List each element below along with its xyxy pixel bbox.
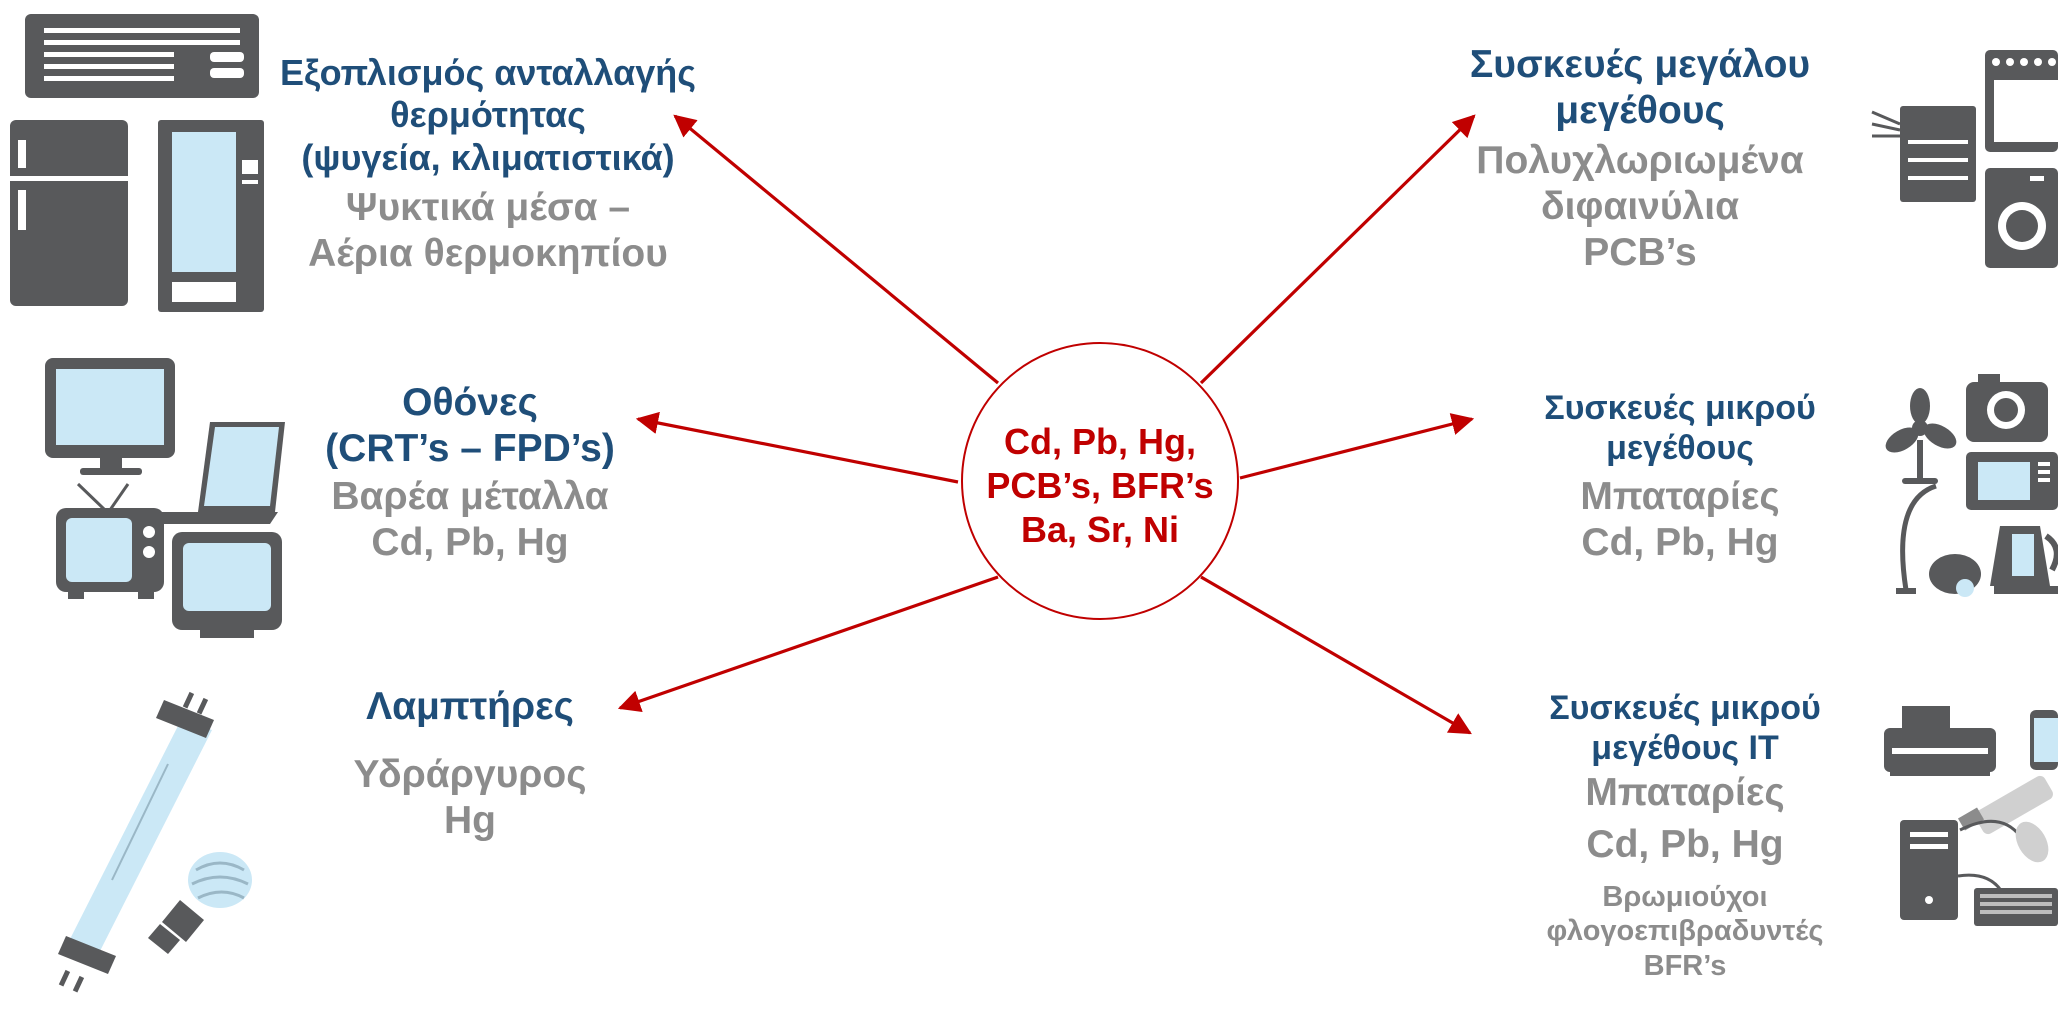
fridge-icon (10, 120, 128, 306)
phone-icon (2030, 710, 2058, 770)
washing-machine-icon (1985, 168, 2058, 268)
keyboard-icon (1974, 888, 2058, 926)
node-subtitle: Hg (444, 799, 496, 843)
node-large-appliances: Συσκευές μεγάλου μεγέθους Πολυχλωριωμένα… (1440, 42, 1840, 276)
node-subtitle: Αέρια θερμοκηπίου (308, 232, 668, 276)
arrow-to-lamps (617, 575, 999, 712)
node-small-appliances: Συσκευές μικρού μεγέθους Μπαταρίες Cd, P… (1500, 388, 1860, 566)
usb-stick-icon (1957, 775, 2053, 835)
vending-machine-icon (158, 120, 264, 312)
node-title: μεγέθους IT (1591, 729, 1779, 768)
node-subtitle: Βαρέα μέταλλα (331, 475, 609, 519)
arrow-to-heat-exchange (673, 114, 1000, 385)
oven-icon (1985, 50, 2058, 152)
monitor-icon (45, 358, 175, 475)
kettle-icon (1990, 526, 2058, 594)
node-note: BFR’s (1643, 949, 1727, 982)
air-conditioner-icon (25, 14, 259, 98)
node-subtitle: διφαινύλια (1540, 185, 1740, 229)
node-title: Οθόνες (402, 381, 538, 424)
node-title: μεγέθους (1555, 89, 1725, 133)
node-title: Συσκευές μικρού (1544, 389, 1816, 427)
vacuum-cleaner-icon (1896, 483, 1981, 597)
node-title: Συσκευές μεγάλου (1469, 43, 1811, 86)
node-title: Λαμπτήρες (366, 685, 574, 728)
camera-icon (1966, 374, 2048, 442)
node-screens: Οθόνες (CRT’s – FPD’s) Βαρέα μέταλλα Cd,… (300, 380, 640, 566)
node-subtitle: Ψυκτικά μέσα – (345, 186, 631, 230)
node-subtitle: Cd, Pb, Hg (371, 521, 569, 565)
fan-icon (1885, 388, 1957, 484)
center-line-3: Ba, Sr, Ni (1020, 508, 1180, 550)
node-subtitle: Πολυχλωριωμένα (1476, 139, 1804, 183)
crt-screen-icon (172, 532, 282, 638)
fluorescent-tube-icon (58, 691, 214, 993)
microwave-icon (1966, 452, 2058, 510)
node-title: μεγέθους (1606, 429, 1754, 468)
node-note: φλογοεπιβραδυντές (1546, 915, 1824, 948)
center-line-1: Cd, Pb, Hg, (1004, 421, 1196, 462)
node-subtitle: Cd, Pb, Hg (1581, 521, 1779, 565)
node-subtitle: Υδράργυρος (353, 753, 587, 797)
arrow-to-large (1199, 114, 1476, 385)
arrow-to-small-it (1200, 575, 1472, 735)
center-label: Cd, Pb, Hg, PCB’s, BFR’s Ba, Sr, Ni (970, 420, 1230, 552)
mouse-icon (1959, 819, 2049, 863)
node-small-it: Συσκευές μικρού μεγέθους IT Μπαταρίες Cd… (1500, 688, 1870, 983)
center-line-2: PCB’s, BFR’s (986, 464, 1214, 506)
tv-icon (56, 482, 164, 599)
node-subtitle: Μπαταρίες (1580, 475, 1780, 519)
node-subtitle: Μπαταρίες (1585, 771, 1785, 815)
copier-icon (1871, 106, 1976, 202)
center-circle (961, 342, 1239, 620)
node-subtitle: Cd, Pb, Hg (1586, 823, 1784, 867)
node-title: Εξοπλισμός ανταλλαγής (279, 52, 697, 93)
node-title: Συσκευές μικρού (1549, 689, 1821, 727)
arrow-to-screens (635, 411, 959, 484)
arrow-to-small (1239, 413, 1475, 480)
node-title: θερμότητας (390, 94, 586, 136)
node-note: Βρωμιούχοι (1602, 881, 1768, 914)
printer-icon (1884, 706, 1996, 776)
node-heat-exchange: Εξοπλισμός ανταλλαγής θερμότητας (ψυγεία… (268, 52, 708, 277)
node-lamps: Λαμπτήρες Υδράργυρος Hg (330, 684, 610, 844)
node-title: (CRT’s – FPD’s) (325, 427, 615, 471)
node-title: (ψυγεία, κλιματιστικά) (301, 136, 675, 178)
cfl-bulb-icon (148, 852, 252, 954)
node-subtitle: PCB’s (1583, 231, 1697, 275)
